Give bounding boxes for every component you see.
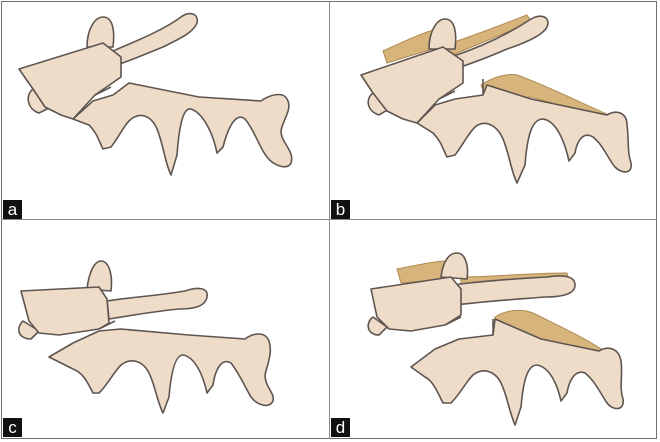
panel-b: b — [331, 3, 657, 219]
upper-spinous-process — [107, 289, 207, 319]
vertebrae-illustration-d — [331, 221, 657, 437]
panel-d: d — [331, 221, 657, 437]
panel-label: c — [3, 418, 22, 437]
lower-vertebra — [417, 85, 631, 183]
upper-vertebral-body — [21, 287, 109, 335]
panel-c: c — [3, 221, 329, 437]
lower-vertebra — [49, 329, 273, 413]
upper-superior-nub — [87, 17, 114, 47]
vertical-divider — [329, 1, 330, 439]
panel-a: a — [3, 3, 329, 219]
upper-superior-nub — [441, 253, 468, 279]
panel-label: a — [3, 200, 22, 219]
vertebrae-illustration-a — [3, 3, 329, 219]
vertebrae-illustration-b — [331, 3, 657, 219]
lower-vertebra — [73, 83, 292, 175]
panel-label: d — [331, 418, 350, 437]
lower-vertebra — [411, 319, 623, 425]
upper-spinous-process — [109, 14, 197, 67]
panel-label: b — [331, 200, 350, 219]
upper-superior-nub — [429, 19, 456, 49]
vertebrae-illustration-c — [3, 221, 329, 437]
horizontal-divider — [1, 219, 657, 220]
